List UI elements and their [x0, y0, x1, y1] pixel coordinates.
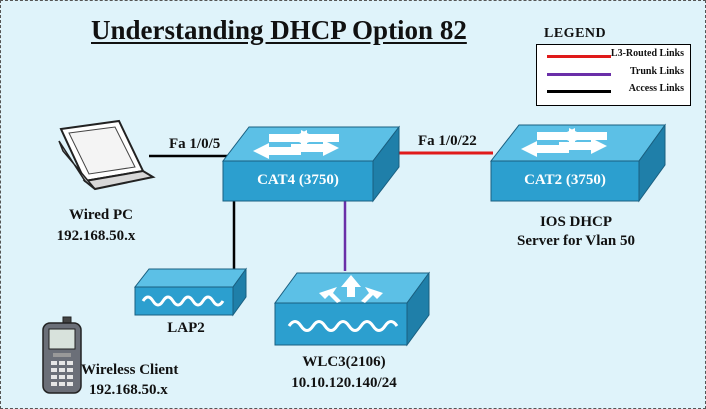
cat2-caption-line2: Server for Vlan 50: [517, 233, 635, 249]
wlc3-name: WLC3(2106): [302, 354, 386, 370]
wired-pc-ip: 192.168.50.x: [56, 228, 136, 244]
legend-item-access: Access Links: [543, 83, 688, 99]
legend-label-l3: L3-Routed Links: [610, 48, 684, 59]
wireless-client-ip: 192.168.50.x: [89, 382, 168, 398]
link-label-fa-1-0-22: Fa 1/0/22: [418, 133, 477, 149]
access-line-swatch: [547, 90, 611, 93]
link-label-fa-1-0-5: Fa 1/0/5: [169, 136, 221, 152]
legend-label-access: Access Links: [628, 83, 684, 94]
cat2-switch-icon: [489, 123, 666, 203]
wlc3-ip: 10.10.120.140/24: [291, 375, 397, 391]
wired-pc-name: Wired PC: [68, 207, 134, 223]
legend-item-l3: L3-Routed Links: [543, 48, 688, 64]
trunk-line-swatch: [547, 73, 611, 76]
lap2-access-point-icon: [133, 267, 247, 317]
legend-item-trunk: Trunk Links: [543, 66, 688, 82]
cat4-label: CAT4 (3750): [257, 172, 339, 188]
cat4-switch-icon: [221, 125, 401, 203]
wlc3-controller-icon: [274, 271, 430, 347]
legend-heading: LEGEND: [544, 26, 607, 41]
wireless-phone-icon: [42, 316, 82, 394]
legend-label-trunk: Trunk Links: [629, 66, 684, 77]
cat2-caption-line1: IOS DHCP: [539, 214, 613, 230]
diagram-title: Understanding DHCP Option 82: [91, 15, 467, 45]
laptop-icon: [58, 119, 156, 191]
cat2-label: CAT2 (3750): [524, 172, 606, 188]
legend-box: L3-Routed Links Trunk Links Access Links: [536, 44, 691, 106]
lap2-name: LAP2: [167, 320, 205, 336]
wireless-client-name: Wireless Client: [81, 362, 179, 378]
l3-line-swatch: [547, 55, 611, 58]
